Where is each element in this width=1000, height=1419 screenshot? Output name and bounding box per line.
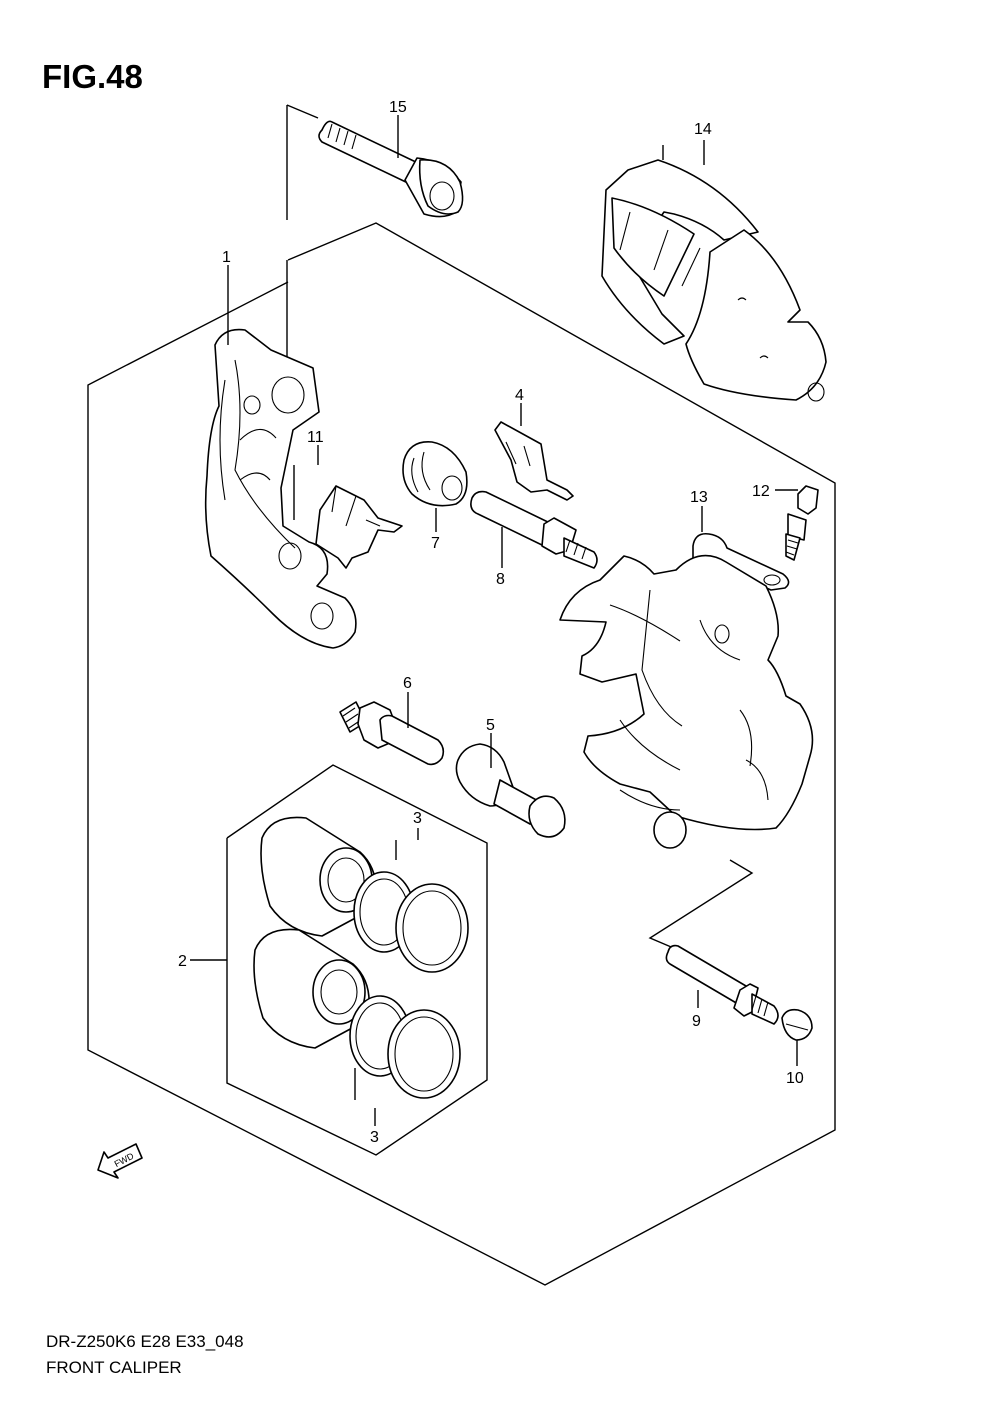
part-11-pad-spring[interactable] xyxy=(315,485,403,569)
part-14-brake-pads[interactable] xyxy=(601,159,827,402)
part-10-plug[interactable] xyxy=(781,1008,813,1041)
callout-10: 10 xyxy=(786,1070,804,1087)
part-7-boot[interactable] xyxy=(402,441,468,507)
piston-kit-boundary xyxy=(226,764,488,1156)
callout-5: 5 xyxy=(486,717,495,734)
figure-title: FIG.48 xyxy=(42,58,143,95)
callout-8: 8 xyxy=(496,571,505,588)
fwd-direction-arrow: FWD xyxy=(97,1143,143,1179)
diagram-name: FRONT CALIPER xyxy=(46,1358,182,1377)
model-code: DR-Z250K6 E28 E33_048 xyxy=(46,1332,244,1351)
part-15-bolt[interactable] xyxy=(318,120,464,218)
callout-9: 9 xyxy=(692,1013,701,1030)
callout-7: 7 xyxy=(431,535,440,552)
part-6-pin[interactable] xyxy=(339,701,445,766)
callout-1: 1 xyxy=(222,249,231,266)
caliper-body[interactable] xyxy=(559,554,814,849)
part-1-caliper-bracket[interactable] xyxy=(204,328,357,649)
pin-9-guide xyxy=(648,859,754,956)
callout-11: 11 xyxy=(307,429,324,446)
callout-3a: 3 xyxy=(413,810,422,827)
callout-12: 12 xyxy=(752,483,770,500)
callout-15: 15 xyxy=(389,99,407,116)
part-9-pin-bolt[interactable] xyxy=(665,944,779,1025)
callout-3b: 3 xyxy=(370,1129,379,1146)
bolt-15-guide-2 xyxy=(286,104,319,119)
part-4-pad-retainer[interactable] xyxy=(494,421,574,501)
callout-2: 2 xyxy=(178,953,187,970)
part-3-seals[interactable] xyxy=(349,871,469,1099)
callout-14: 14 xyxy=(694,121,712,138)
callout-6: 6 xyxy=(403,675,412,692)
callout-4: 4 xyxy=(515,387,524,404)
part-12-bleeder-screw[interactable] xyxy=(785,485,819,561)
callout-13: 13 xyxy=(690,489,708,506)
assembly-boundary xyxy=(87,222,836,1286)
part-5-boot[interactable] xyxy=(455,743,566,838)
part-8-pin[interactable] xyxy=(470,490,598,569)
part-2-pistons[interactable] xyxy=(253,816,377,1049)
